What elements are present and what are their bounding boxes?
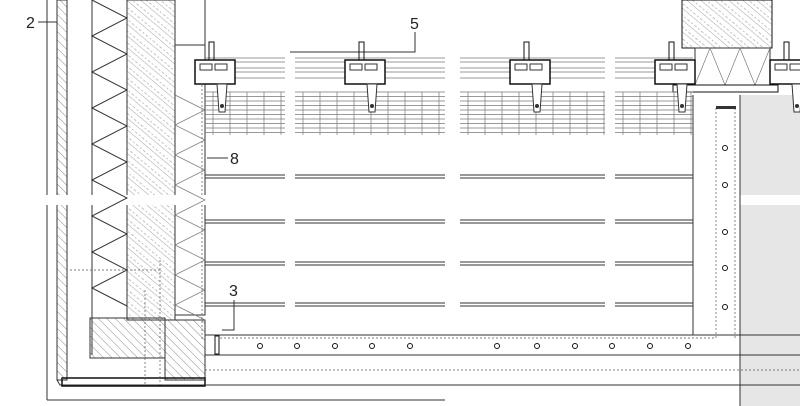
- blind-bracket: [366, 83, 378, 113]
- window-frame-chamber: [674, 63, 688, 71]
- callout-2: 2: [26, 15, 35, 32]
- window-frame-lip: [668, 41, 675, 61]
- insulation-zigzag: [90, 0, 129, 307]
- bolt-icon: [609, 343, 615, 349]
- bolt-icon: [722, 145, 728, 151]
- bolt-icon: [494, 343, 500, 349]
- window-frame-chamber: [349, 63, 363, 71]
- window-frame-lip: [208, 41, 215, 61]
- window-frame-chamber: [214, 63, 228, 71]
- blind-bracket: [216, 83, 228, 113]
- bolt-icon: [257, 343, 263, 349]
- blind-bracket: [791, 83, 800, 113]
- insulation-zigzag: [174, 94, 206, 321]
- callout-3: 3: [229, 283, 238, 300]
- bolt-icon: [647, 343, 653, 349]
- window-frame-chamber: [659, 63, 673, 71]
- bolt-icon: [722, 182, 728, 188]
- bracket-pin: [535, 104, 539, 108]
- blind-bracket: [531, 83, 543, 113]
- bracket-pin: [795, 104, 799, 108]
- blind-bracket: [676, 83, 688, 113]
- window-frame-chamber: [514, 63, 528, 71]
- bolt-icon: [294, 343, 300, 349]
- bracket-pin: [370, 104, 374, 108]
- window-frame-lip: [523, 41, 530, 61]
- bolt-icon: [685, 343, 691, 349]
- bracket-pin: [220, 104, 224, 108]
- gray-panel: [740, 95, 800, 406]
- window-frame-chamber: [774, 63, 788, 71]
- bolt-icon: [572, 343, 578, 349]
- callout-8: 8: [230, 151, 239, 168]
- bolt-icon: [722, 304, 728, 310]
- window-frame-lip: [783, 41, 790, 61]
- bolt-icon: [407, 343, 413, 349]
- window-frame-chamber: [789, 63, 800, 71]
- window-frame-chamber: [364, 63, 378, 71]
- callout-5: 5: [410, 16, 419, 33]
- bracket-pin: [680, 104, 684, 108]
- bolt-icon: [332, 343, 338, 349]
- bolt-icon: [722, 229, 728, 235]
- bolt-icon: [369, 343, 375, 349]
- bolt-icon: [722, 265, 728, 271]
- window-frame-chamber: [199, 63, 213, 71]
- window-frame-lip: [358, 41, 365, 61]
- window-frame-chamber: [529, 63, 543, 71]
- bolt-icon: [534, 343, 540, 349]
